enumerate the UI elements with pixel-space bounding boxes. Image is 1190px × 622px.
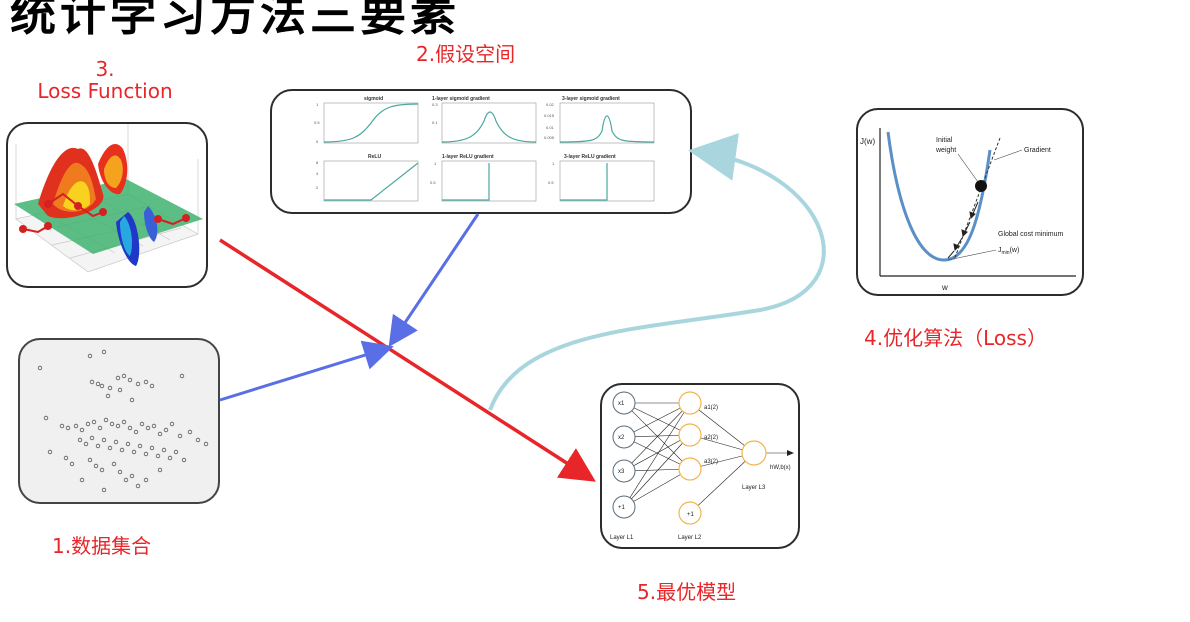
svg-text:0.5: 0.5 xyxy=(548,180,554,185)
w-axis-label: w xyxy=(941,283,948,292)
plot-title-1layer-sigmoid: 1-layer sigmoid gradient xyxy=(432,96,490,102)
scatter-points xyxy=(37,349,209,493)
gradient-label: Gradient xyxy=(1024,147,1051,154)
svg-text:0.5: 0.5 xyxy=(430,180,436,185)
activation-plots: sigmoid 1-layer sigmoid gradient 3-layer… xyxy=(314,96,655,202)
jw-axis-label: J(w) xyxy=(860,137,875,146)
jmin-label: Jmin(w) xyxy=(998,247,1019,256)
layer-l1-label: Layer L1 xyxy=(610,535,634,541)
output-h: hW,b(x) xyxy=(770,465,791,471)
initial-weight-line1: Initial xyxy=(936,137,953,144)
gradient-descent-card: J(w) w Initial weight Gradient Global co… xyxy=(856,108,1084,296)
svg-text:0.3: 0.3 xyxy=(432,102,438,107)
svg-text:4: 4 xyxy=(316,171,319,176)
layer-l2-label: Layer L2 xyxy=(678,535,702,541)
svg-text:0.01: 0.01 xyxy=(546,125,555,130)
input-x3: x3 xyxy=(618,469,625,475)
neural-network-card: x1 x2 x3 +1 +1 a1(2) a2(2) a3(2) hW,b(x)… xyxy=(600,383,800,549)
svg-text:1: 1 xyxy=(552,161,555,166)
input-x1: x1 xyxy=(618,401,625,407)
svg-text:1: 1 xyxy=(316,102,319,107)
dataset-card xyxy=(18,338,220,504)
blue-arrow-data xyxy=(219,340,394,402)
plot-title-1layer-relu: 1-layer ReLU gradient xyxy=(442,154,494,160)
svg-text:0.02: 0.02 xyxy=(546,102,555,107)
plot-title-relu: ReLU xyxy=(368,154,381,160)
svg-text:2: 2 xyxy=(316,185,319,190)
svg-text:8: 8 xyxy=(316,160,319,165)
plot-title-3layer-sigmoid: 3-layer sigmoid gradient xyxy=(562,96,620,102)
input-x2: x2 xyxy=(618,435,625,441)
gradient-descent-plot: J(w) w Initial weight Gradient Global co… xyxy=(860,128,1076,292)
page-title: 统计学习方法三要素 xyxy=(10,0,460,41)
svg-text:0.1: 0.1 xyxy=(432,120,438,125)
hidden-a3: a3(2) xyxy=(704,459,718,465)
global-min-label: Global cost minimum xyxy=(998,231,1064,238)
layer-l3-label: Layer L3 xyxy=(742,485,766,491)
plot-title-sigmoid: sigmoid xyxy=(364,96,383,102)
hidden-a1: a1(2) xyxy=(704,405,718,411)
optimization-label: 4.优化算法（Loss） xyxy=(864,326,1047,350)
neural-network-diagram: x1 x2 x3 +1 +1 a1(2) a2(2) a3(2) hW,b(x)… xyxy=(610,391,794,541)
svg-text:0.5: 0.5 xyxy=(314,120,320,125)
plot-title-3layer-relu: 3-layer ReLU gradient xyxy=(564,154,616,160)
loss-text: Loss Function xyxy=(37,79,173,103)
loss-surface-card xyxy=(6,122,208,288)
loss-surface-plot xyxy=(14,124,203,273)
svg-text:1: 1 xyxy=(434,161,437,166)
hidden-a2: a2(2) xyxy=(704,435,718,441)
optimal-model-label: 5.最优模型 xyxy=(637,580,737,604)
hidden-bias: +1 xyxy=(687,512,695,518)
loss-function-label: 3. Loss Function xyxy=(30,58,180,102)
blue-arrow-hypothesis xyxy=(388,213,480,347)
svg-text:0: 0 xyxy=(316,139,319,144)
red-arrow-loss-to-model xyxy=(219,238,596,482)
svg-text:0.015: 0.015 xyxy=(544,113,555,118)
dataset-label: 1.数据集合 xyxy=(52,534,152,558)
hypothesis-space-card: sigmoid 1-layer sigmoid gradient 3-layer… xyxy=(270,89,692,214)
hypothesis-space-label: 2.假设空间 xyxy=(416,42,516,66)
svg-text:0.005: 0.005 xyxy=(544,135,555,140)
loss-number: 3. xyxy=(95,57,115,81)
initial-weight-line2: weight xyxy=(935,147,956,154)
input-bias: +1 xyxy=(618,505,626,511)
